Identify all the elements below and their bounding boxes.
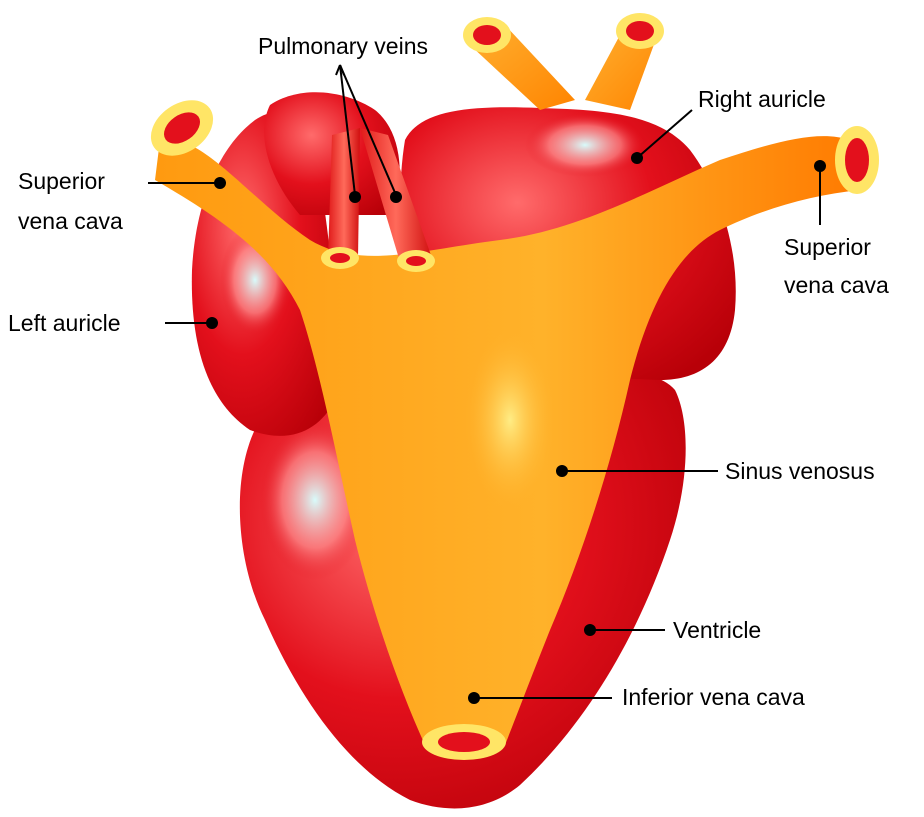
label-superior-vena-cava-right-line1: Superior [784,233,871,261]
dot-pulmonary-vein-right [390,191,402,203]
label-inferior-vena-cava: Inferior vena cava [622,683,805,711]
pulmonary-vein-left-lumen [330,253,350,263]
right-auricle-highlight [525,113,645,177]
dot-inferior-vena-cava [468,692,480,704]
pulmonary-vein-right-lumen [406,256,426,266]
label-superior-vena-cava-left-line1: Superior [18,167,105,195]
label-right-auricle: Right auricle [698,85,826,113]
label-superior-vena-cava-left-line2: vena cava [18,207,123,235]
right-svc-lumen [845,138,869,182]
dot-pulmonary-vein-left [349,191,361,203]
dot-sinus-venosus [556,465,568,477]
dot-superior-vena-cava-right [814,160,826,172]
ivc-lumen [438,732,490,752]
dot-ventricle [584,624,596,636]
label-left-auricle: Left auricle [8,309,121,337]
truncus-right-lumen [626,21,654,41]
label-sinus-venosus: Sinus venosus [725,457,875,485]
sinus-venosus-highlight [465,330,555,510]
label-ventricle: Ventricle [673,616,761,644]
label-superior-vena-cava-right-line2: vena cava [784,271,889,299]
dot-right-auricle [631,152,643,164]
dot-left-auricle [206,317,218,329]
label-pulmonary-veins: Pulmonary veins [218,32,468,60]
dot-superior-vena-cava-left [214,177,226,189]
truncus-left-lumen [473,25,501,45]
